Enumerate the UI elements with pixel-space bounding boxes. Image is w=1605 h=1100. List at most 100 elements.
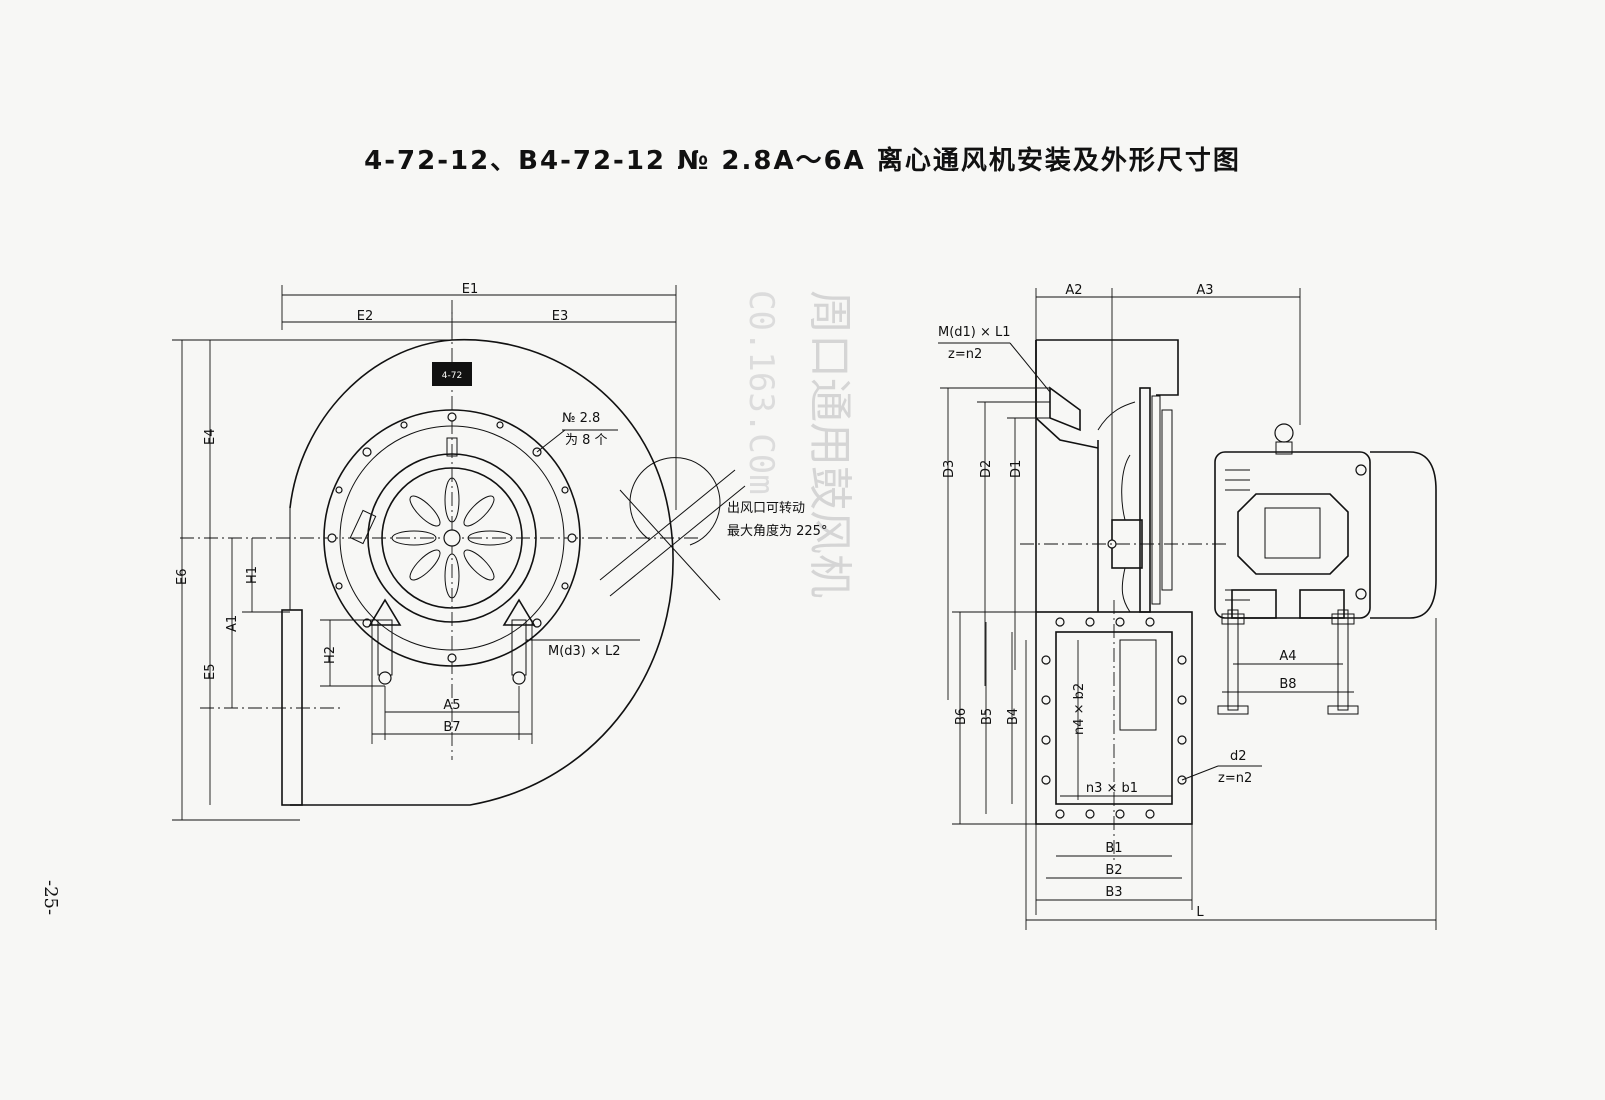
casing-backplate — [1151, 395, 1161, 605]
lifting-eye-base — [1275, 441, 1293, 455]
label-b1: B1 — [1105, 841, 1122, 856]
leader-holes — [536, 429, 566, 453]
terminal-box — [1237, 493, 1349, 575]
bolt-hole — [447, 653, 457, 663]
bolt-hole — [335, 486, 343, 494]
bolt-hole — [327, 533, 337, 543]
label-n4b2: n4 × b2 — [1072, 683, 1087, 735]
foot-nut-left — [378, 671, 392, 685]
callout-bolt: M(d3) × L2 — [548, 644, 621, 659]
motor-foot — [1231, 589, 1277, 619]
label-d2: D2 — [979, 460, 994, 478]
flange-hole — [1055, 809, 1065, 819]
bolt-hole — [362, 447, 372, 457]
fan-slot — [409, 495, 441, 527]
side-dimensions: A2 A3 D3 D2 D1 B6 B5 B4 — [940, 283, 1437, 930]
bolt-hole — [447, 412, 457, 422]
outlet-bracket — [1119, 639, 1157, 731]
terminal-box-cover — [1264, 507, 1321, 559]
leader-hole — [1181, 765, 1219, 781]
label-a4: A4 — [1279, 649, 1296, 664]
bolt-hole — [400, 421, 408, 429]
motor-foot-bolts — [1217, 609, 1359, 715]
label-e2: E2 — [357, 309, 374, 324]
fan-slot — [444, 553, 460, 599]
impeller-backplate — [1139, 387, 1151, 613]
flange-hole — [1177, 655, 1187, 665]
label-h2: H2 — [323, 646, 338, 664]
flange-hole — [1145, 617, 1155, 627]
flange-bolt-holes — [327, 412, 577, 663]
foot-nut-right — [512, 671, 526, 685]
label-e1: E1 — [462, 282, 479, 297]
watermark-line1: 周口通用鼓风机 — [804, 290, 855, 598]
foot-nut — [1221, 613, 1245, 625]
label-b4: B4 — [1006, 708, 1021, 725]
label-b2: B2 — [1105, 863, 1122, 878]
front-view: 4-72 — [172, 282, 827, 821]
label-l: L — [1196, 905, 1204, 920]
label-b5: B5 — [980, 708, 995, 725]
inlet-flange-section — [1049, 386, 1081, 432]
motor-screw — [1355, 588, 1367, 600]
casing-inlet-side — [1035, 340, 1099, 449]
callout-side-bolt-line1: M(d1) × L1 — [938, 325, 1011, 340]
motor-fan-blades — [391, 477, 513, 599]
inlet-flange-ring — [323, 409, 581, 667]
callout-outlet-line2: 最大角度为 225° — [727, 523, 827, 539]
bolt-hole — [561, 486, 569, 494]
label-a5: A5 — [443, 698, 460, 713]
foot-nut — [1331, 613, 1355, 625]
flange-hole — [1115, 617, 1125, 627]
label-e3: E3 — [552, 309, 569, 324]
blade-profile — [1121, 454, 1131, 521]
rotation-arc — [629, 457, 721, 546]
label-e5: E5 — [203, 664, 218, 681]
flange-hole — [1115, 809, 1125, 819]
motor-end-cap — [1370, 451, 1437, 619]
label-b6: B6 — [954, 708, 969, 725]
flange-hole — [1177, 735, 1187, 745]
volute-casing — [289, 338, 674, 806]
label-n3b1: n3 × b1 — [1086, 781, 1138, 796]
label-a2: A2 — [1065, 283, 1082, 298]
label-d1: D1 — [1009, 460, 1024, 478]
bolt-hole — [496, 421, 504, 429]
bolt-hole — [335, 582, 343, 590]
side-callouts: M(d1) × L1 z=n2 d2 z=n2 — [938, 325, 1262, 786]
watermark: 周口通用鼓风机 C0.163.C0m — [741, 290, 855, 598]
front-callouts: № 2.8 为 8 个 出风口可转动 最大角度为 225° M(d3) × L2 — [526, 411, 827, 659]
fan-hub — [443, 529, 461, 547]
bolt-hole — [567, 533, 577, 543]
label-a1: A1 — [225, 615, 240, 632]
label-e4: E4 — [203, 429, 218, 446]
flange-hole — [1085, 617, 1095, 627]
terminal-box — [349, 509, 377, 545]
outlet-flange — [281, 609, 303, 806]
casing-top — [1036, 339, 1179, 396]
callout-holes-line1: № 2.8 — [562, 411, 600, 426]
motor-fan-cover — [381, 467, 523, 609]
flange-hole — [1041, 775, 1051, 785]
flange-hole — [1041, 735, 1051, 745]
leader-side-bolt — [1009, 342, 1051, 393]
lifting-eye — [1274, 423, 1294, 443]
outlet-rotated-position — [599, 469, 736, 581]
label-b3: B3 — [1105, 885, 1122, 900]
label-e6: E6 — [175, 569, 190, 586]
label-d3: D3 — [942, 460, 957, 478]
flange-hole — [1177, 695, 1187, 705]
outlet-flange-holes — [1041, 617, 1187, 819]
label-a3: A3 — [1196, 283, 1213, 298]
motor-foot-right — [502, 598, 536, 626]
fan-slot — [444, 477, 460, 523]
inlet-flange-inner — [339, 425, 565, 651]
outlet-rotated-position — [609, 485, 746, 597]
front-dimensions: E1 E2 E3 E6 E4 E5 A1 H1 H2 — [172, 282, 677, 821]
foot-bolt — [1337, 609, 1349, 711]
motor-housing — [367, 453, 537, 623]
fan-slot — [463, 549, 495, 581]
callout-outlet-line1: 出风口可转动 — [727, 501, 805, 516]
watermark-line2: C0.163.C0m — [741, 290, 781, 495]
